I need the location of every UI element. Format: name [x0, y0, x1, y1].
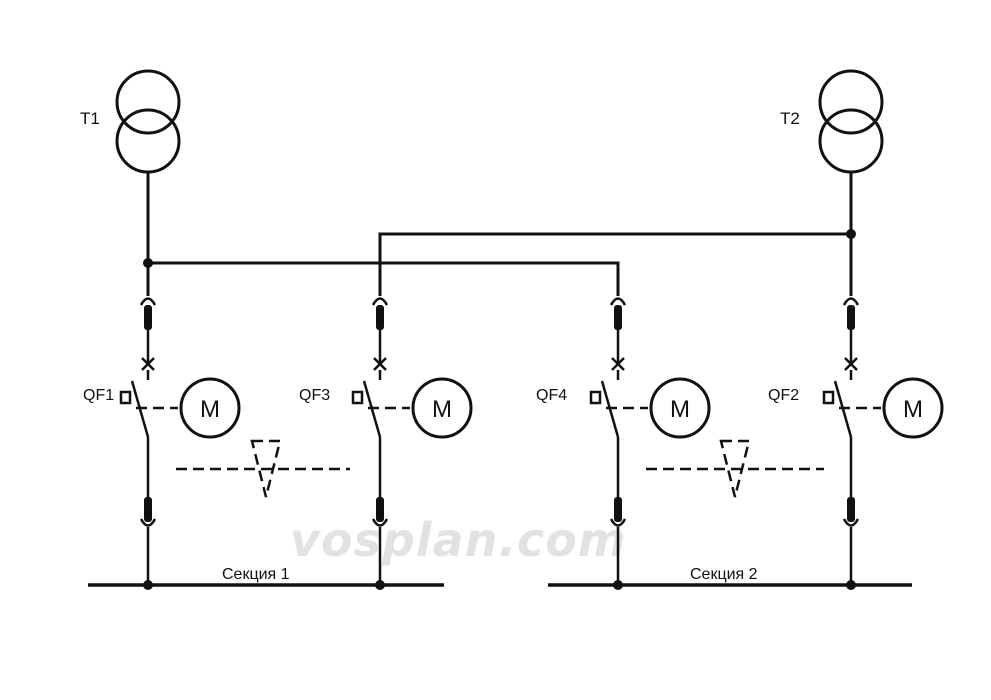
breaker-qf1-label: QF1	[83, 387, 114, 404]
breaker-qf2: M	[822, 297, 944, 590]
busbar-section-2: Секция 2	[548, 566, 912, 587]
breaker-qf4-label: QF4	[536, 387, 567, 404]
motor-drive-label: M	[670, 396, 690, 423]
section-2-label: Секция 2	[690, 566, 758, 583]
transformer-t1: T1	[80, 69, 181, 174]
lower-disconnect-plug	[144, 497, 152, 522]
transformer-t1-primary-winding	[115, 69, 181, 135]
interlock-section-1	[176, 439, 350, 498]
t1-tie-line	[148, 261, 620, 296]
junction-t1	[143, 258, 153, 268]
junction-t2	[846, 229, 856, 239]
section-1-label: Секция 1	[222, 566, 290, 583]
breaker-qf3: M	[351, 297, 473, 590]
breaker-qf3-label: QF3	[299, 387, 330, 404]
t2-tie-line	[378, 232, 851, 296]
motor-drive-label: M	[432, 396, 452, 423]
motor-drive-circle	[179, 377, 241, 439]
interlock-triangle-icon	[719, 439, 751, 498]
motor-drive-label: M	[903, 396, 923, 423]
transformer-t1-label: T1	[80, 109, 100, 128]
transformer-t2-secondary-winding	[818, 108, 884, 174]
breaker-qf2-label: QF2	[768, 387, 799, 404]
transformer-t1-secondary-winding	[115, 108, 181, 174]
upper-disconnect-contact	[139, 297, 157, 306]
interlock-triangle-icon	[250, 439, 282, 498]
transformer-t2-label: T2	[780, 109, 800, 128]
interlock-section-2	[646, 439, 824, 498]
feed-wiring	[143, 172, 856, 296]
motor-drive-label: M	[200, 396, 220, 423]
breaker-contact-mark	[141, 357, 155, 371]
transformer-t2: T2	[780, 69, 884, 174]
watermark: vosplan.com	[290, 513, 627, 567]
breaker-qf4: M	[589, 297, 711, 590]
upper-disconnect-plug	[144, 305, 152, 330]
lower-disconnect-contact	[139, 518, 157, 527]
breaker-latch	[119, 390, 132, 405]
transformer-t2-primary-winding	[818, 69, 884, 135]
busbar-section-1: Секция 1	[88, 566, 444, 587]
breaker-qf1: M	[119, 297, 241, 590]
